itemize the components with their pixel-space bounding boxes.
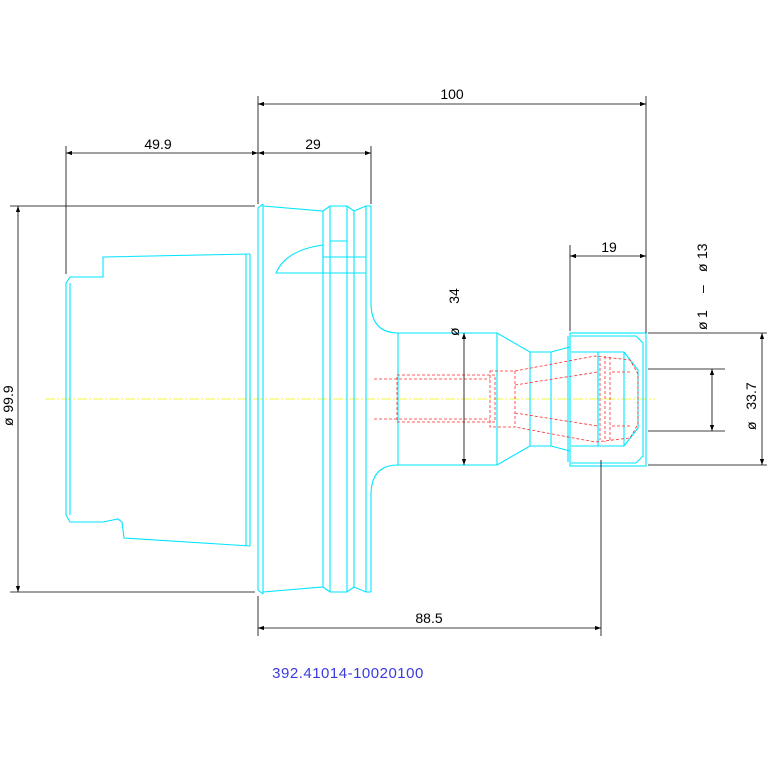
dimension-lines bbox=[10, 96, 767, 636]
part-number: 392.41014-10020100 bbox=[272, 665, 424, 682]
dia-symbol-clamp-max: ø bbox=[694, 263, 710, 272]
dim-nut-diameter: 33.7 bbox=[743, 382, 759, 409]
dim-projection: 88.5 bbox=[415, 610, 442, 626]
hidden-lines bbox=[374, 355, 639, 443]
tool-shank bbox=[65, 253, 251, 547]
tool-flange bbox=[257, 203, 372, 595]
dim-flange-offset: 49.9 bbox=[144, 136, 171, 152]
dim-clamp-min: 1 bbox=[694, 310, 710, 318]
dia-symbol-body: ø bbox=[446, 327, 462, 336]
tool-body bbox=[370, 304, 571, 494]
dim-clamp-separator: – bbox=[694, 285, 710, 293]
dim-clamp-max: 13 bbox=[694, 243, 710, 259]
collet-nut bbox=[569, 332, 647, 467]
dim-flange-width: 29 bbox=[305, 136, 321, 152]
dim-body-diameter: 34 bbox=[446, 288, 462, 304]
dim-overall-length: 100 bbox=[440, 86, 464, 102]
dim-flange-diameter: 99.9 bbox=[0, 385, 16, 412]
dia-symbol-nut: ø bbox=[743, 421, 759, 430]
dim-nose-length: 19 bbox=[601, 239, 617, 255]
dia-symbol-flange: ø bbox=[0, 417, 16, 426]
dia-symbol-clamp-min: ø bbox=[694, 321, 710, 330]
